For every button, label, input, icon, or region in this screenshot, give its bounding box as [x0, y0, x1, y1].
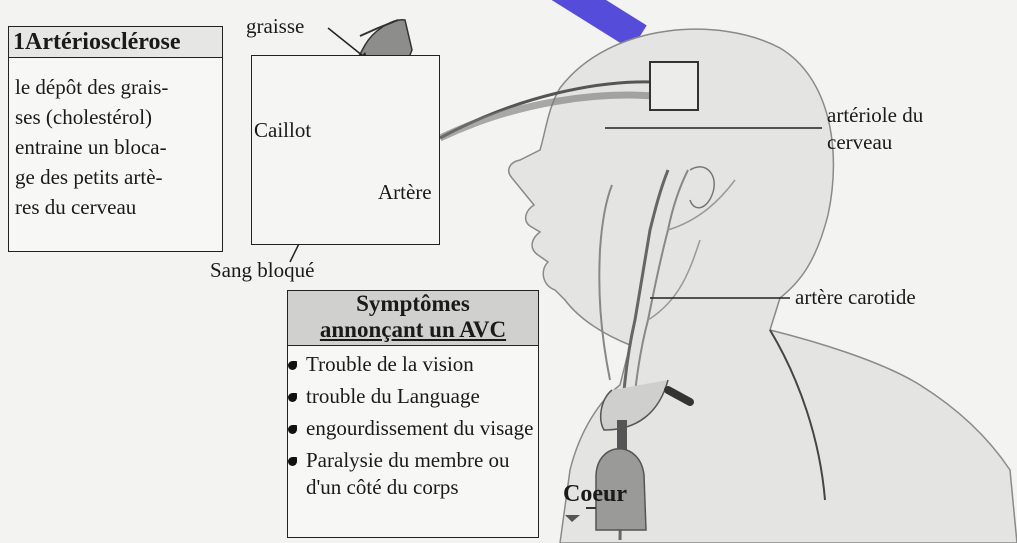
arteriosclerosis-text: le dépôt des grais- ses (cholestérol) en…: [15, 72, 220, 222]
text-line: le dépôt des grais-: [15, 72, 220, 102]
symptoms-heading-line2: annonçant un AVC: [288, 317, 538, 343]
text-line: entraine un bloca-: [15, 132, 220, 162]
symptoms-heading: Symptômes annonçant un AVC: [288, 291, 538, 346]
symptom-text: trouble du Language: [306, 384, 480, 408]
bullet-icon: [288, 361, 297, 370]
text-line: ge des petits artè-: [15, 162, 220, 192]
arteriosclerosis-title: 1Artériosclérose: [9, 27, 222, 58]
carotide-label: artère carotide: [795, 285, 916, 310]
symptom-item: engourdissement du visage: [288, 415, 538, 442]
magnify-box: [650, 62, 698, 110]
symptom-item: Paralysie du membre ou d'un côté du corp…: [288, 447, 538, 501]
symptoms-box: Symptômes annonçant un AVC Trouble de la…: [287, 290, 539, 538]
bullet-icon: [288, 425, 297, 434]
text-line: res du cerveau: [15, 192, 220, 222]
caillot-label: Caillot: [254, 118, 311, 143]
arteriosclerosis-box: 1Artériosclérose le dépôt des grais- ses…: [8, 26, 223, 252]
symptom-text: Trouble de la vision: [306, 352, 474, 376]
artere-label: Artère: [378, 180, 432, 205]
coeur-label: Coeur: [563, 481, 627, 508]
symptom-item: Trouble de la vision: [288, 351, 538, 378]
bullet-icon: [288, 457, 297, 466]
artery-inset-frame: [251, 55, 440, 245]
text-line: ses (cholestérol): [15, 102, 220, 132]
symptoms-list: Trouble de la vision trouble du Language…: [288, 351, 538, 506]
arteriole-label-line1: artériole du: [827, 103, 923, 128]
graisse-label: graisse: [246, 14, 304, 39]
arteriole-label-line2: cerveau: [827, 130, 892, 155]
head-silhouette: [509, 29, 1017, 543]
symptom-text: Paralysie du membre ou d'un côté du corp…: [306, 448, 510, 499]
symptom-text: engourdissement du visage: [306, 416, 533, 440]
sang-bloque-label: Sang bloqué: [210, 258, 314, 283]
bullet-icon: [288, 393, 297, 402]
symptoms-heading-line1: Symptômes: [288, 291, 538, 317]
symptom-item: trouble du Language: [288, 383, 538, 410]
